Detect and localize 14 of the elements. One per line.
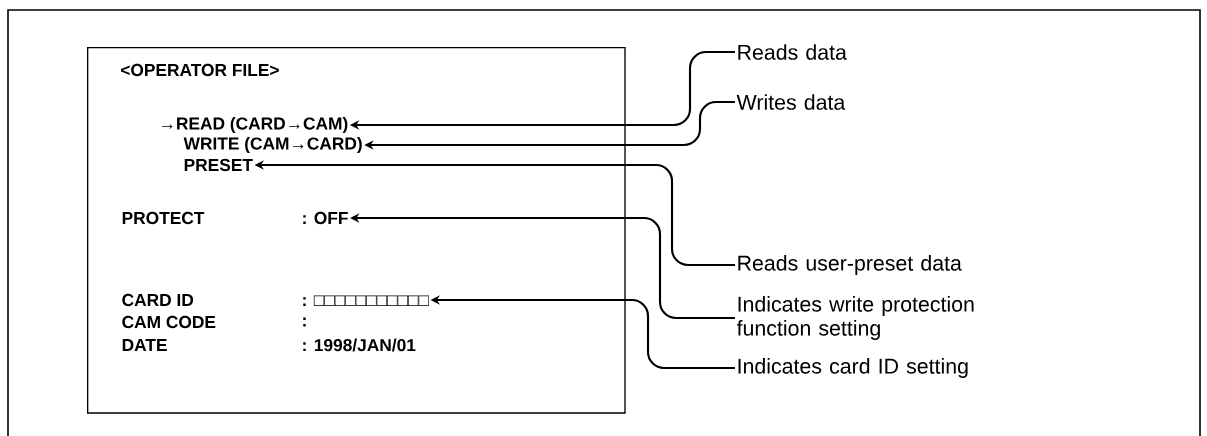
menu-item: PROTECT : OFF [122, 211, 348, 225]
screen-text: CAM CODE [122, 315, 216, 329]
description-text: Writes data [736, 94, 846, 110]
menu-item: WRITE (CAM→CARD) [183, 136, 362, 154]
menu-item: CARD ID : □□□□□□□□□□□ [122, 293, 429, 307]
description-text: Reads user-preset data [738, 255, 962, 275]
screen-text: : 1998/JAN/01 [303, 338, 416, 352]
screen-text: : [303, 317, 306, 327]
description-text: Reads data [738, 44, 847, 60]
description-text: Indicates write protection function setting [736, 296, 974, 340]
menu-item: PRESET [184, 158, 253, 172]
screen-text: DATE [122, 339, 167, 351]
menu-item: →READ (CARD→CAM) [162, 116, 348, 134]
description-text: Indicates card ID setting [738, 358, 968, 378]
